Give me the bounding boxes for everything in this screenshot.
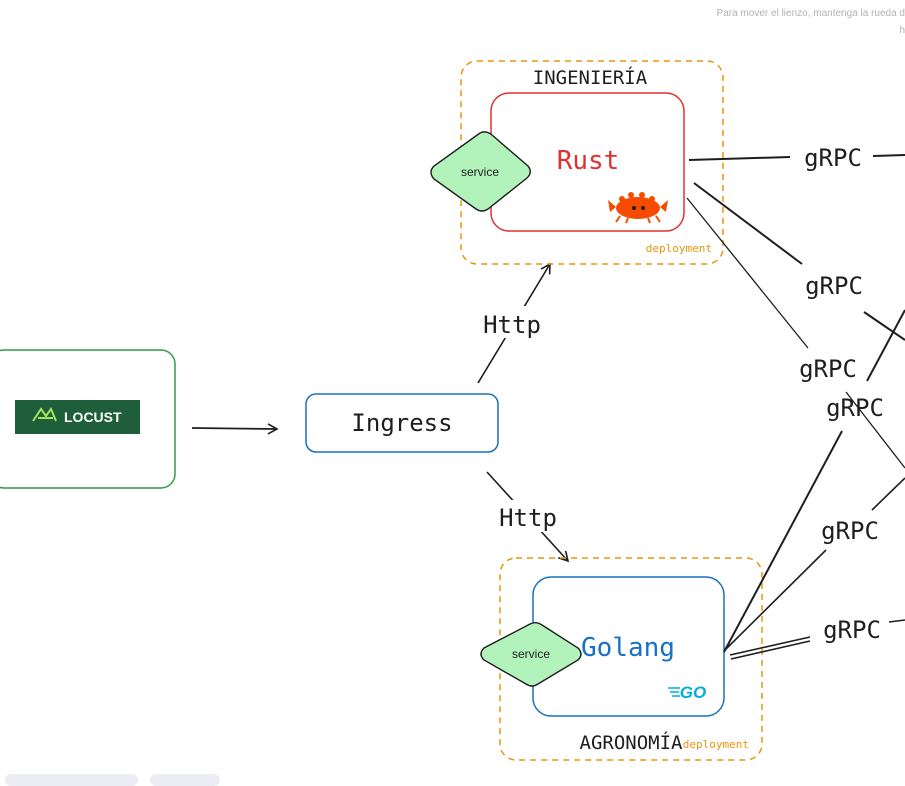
grpc-label: gRPC bbox=[805, 272, 863, 300]
go-gopher-logo: GO bbox=[668, 683, 706, 702]
grpc-label: gRPC bbox=[799, 355, 857, 383]
grpc-edge-rust-diag1 bbox=[693, 182, 905, 341]
rust-app-label: Rust bbox=[557, 146, 620, 176]
rust-group-title: INGENIERÍA bbox=[533, 66, 648, 89]
grpc-label: gRPC bbox=[823, 616, 881, 644]
grpc-edge-go-up1 bbox=[723, 309, 905, 653]
toolbar-pill[interactable] bbox=[150, 774, 220, 786]
go-service-node[interactable]: service bbox=[480, 622, 582, 687]
rust-service-node[interactable]: service bbox=[430, 131, 531, 212]
grpc-edge-rust-out bbox=[688, 154, 905, 161]
grpc-edge-go-up2 bbox=[724, 477, 905, 651]
http-label-bottom: Http bbox=[499, 504, 557, 532]
grpc-label: gRPC bbox=[821, 517, 879, 545]
canvas-hint-line2: h bbox=[899, 25, 905, 36]
ferris-crab-icon bbox=[608, 192, 668, 224]
go-deployment-label: deployment bbox=[683, 738, 749, 751]
rust-deployment[interactable]: INGENIERÍA Rust deployment bbox=[460, 60, 724, 265]
grpc-label: gRPC bbox=[804, 144, 862, 172]
ingress-label: Ingress bbox=[351, 409, 452, 437]
grpc-labels: gRPC gRPC gRPC gRPC gRPC gRPC bbox=[799, 144, 884, 644]
locust-logo: LOCUST bbox=[15, 400, 140, 434]
grpc-connectors[interactable] bbox=[686, 154, 905, 660]
locust-node[interactable]: LOCUST bbox=[0, 349, 176, 489]
go-app-label: Golang bbox=[581, 633, 675, 663]
http-label-top: Http bbox=[483, 311, 541, 339]
rust-service-label: service bbox=[461, 165, 499, 179]
canvas-hint-line1: Para mover el lienzo, mantenga la rueda … bbox=[716, 8, 905, 19]
go-group-title: AGRONOMÍA bbox=[580, 731, 684, 754]
toolbar-pill[interactable] bbox=[5, 774, 138, 786]
grpc-edge-rust-diag2 bbox=[686, 197, 905, 469]
rust-deployment-label: deployment bbox=[646, 242, 712, 255]
grpc-edge-go-out bbox=[729, 619, 905, 660]
go-service-label: service bbox=[512, 647, 550, 661]
locust-to-ingress-arrow[interactable] bbox=[191, 423, 279, 435]
grasshopper-icon bbox=[32, 406, 57, 422]
ingress-node[interactable]: Ingress bbox=[305, 393, 499, 453]
go-deployment[interactable]: Golang GO AGRONOMÍA deployment bbox=[499, 557, 763, 761]
locust-logo-text: LOCUST bbox=[64, 409, 122, 425]
go-logo-text: GO bbox=[680, 683, 706, 702]
canvas-hint: Para mover el lienzo, mantenga la rueda … bbox=[695, 5, 905, 39]
grpc-label: gRPC bbox=[826, 394, 884, 422]
